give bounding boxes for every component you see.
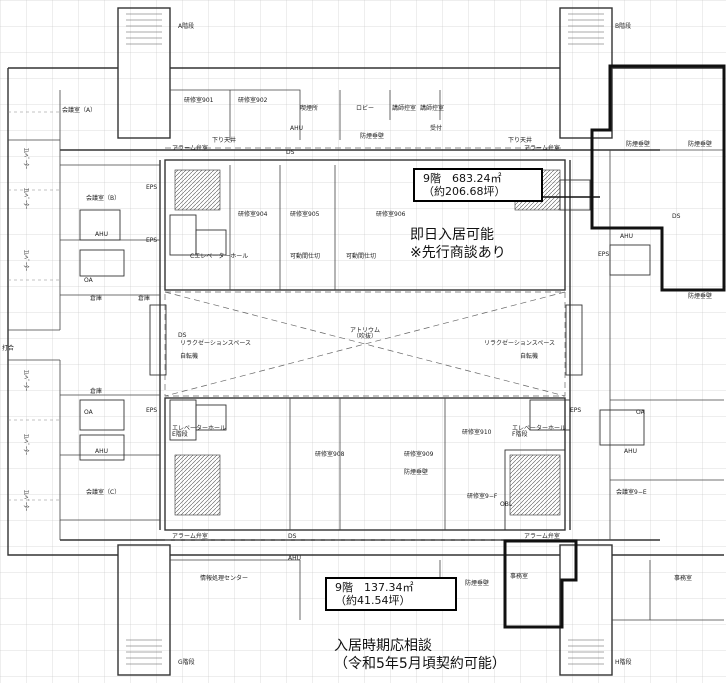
label-eps-3: EPS xyxy=(146,407,158,414)
label-ds-right: DS xyxy=(672,213,681,220)
label-dividers-1: 防煙垂壁 xyxy=(360,133,385,140)
label-ahu-left-bottom: AHU xyxy=(95,448,109,455)
label-alarm-1: アラーム弁室 xyxy=(172,145,208,152)
label-ahu-top: AHU xyxy=(290,125,304,132)
label-oa-1: OA xyxy=(84,277,93,284)
label-eps-1: EPS xyxy=(146,184,158,191)
label-dividers-4: 防煙垂壁 xyxy=(688,293,713,300)
label-ahu-right-bottom: AHU xyxy=(624,448,638,455)
availability-note-top-line1: 即日入居可能 xyxy=(410,227,494,243)
room-study-906: 研修室906 xyxy=(376,211,406,218)
label-terrace: 打合 xyxy=(2,345,15,352)
room-waiting: 喫煙所 xyxy=(300,105,319,112)
label-alarm-3: アラーム弁室 xyxy=(172,533,208,540)
label-ds-bottom: DS xyxy=(288,533,297,540)
label-dividers-5: 防煙垂壁 xyxy=(404,469,429,476)
stair-label-g: G階段 xyxy=(178,659,195,666)
label-dividers-2: 防煙垂壁 xyxy=(626,141,651,148)
room-study-9f: 研修室9−F xyxy=(467,493,498,500)
room-movable-2: 可動間仕切 xyxy=(346,253,377,260)
room-study-905: 研修室905 xyxy=(290,211,320,218)
label-ceiling-1: 下り天井 xyxy=(212,137,237,144)
area-callout-bottom-size: 9階 137.34㎡ xyxy=(335,581,414,594)
room-elev-hall-c: Cエレベーターホール xyxy=(190,253,249,260)
label-elevator-left-3: ｴﾚﾍﾞｰﾀｰ xyxy=(22,250,29,272)
label-eps-5: EPS xyxy=(598,251,610,258)
room-meeting-a: 会議室（A） xyxy=(62,107,97,114)
stair-label-b: B階段 xyxy=(615,23,632,30)
label-ahu-left: AHU xyxy=(95,231,109,238)
room-meeting-c: 会議室（C） xyxy=(86,489,121,496)
room-reception: 受付 xyxy=(430,125,443,132)
room-study-902: 研修室902 xyxy=(238,97,268,104)
room-bike-1: 自転機 xyxy=(180,353,199,360)
room-meeting-b: 会議室（B） xyxy=(86,195,121,202)
area-callout-bottom: 9階 137.34㎡ （約41.54坪） xyxy=(325,577,457,612)
room-study-910: 研修室910 xyxy=(462,429,492,436)
label-alarm-4: アラーム弁室 xyxy=(524,533,560,540)
availability-note-top: 即日入居可能 ※先行商談あり xyxy=(410,227,506,262)
label-ds-left: DS xyxy=(178,332,187,339)
room-elev-hall-e: エレベーターホール E階段 xyxy=(172,425,227,438)
room-relax-1: リラクゼーションスペース xyxy=(180,340,252,347)
label-elevator-left-1: ｴﾚﾍﾞｰﾀｰ xyxy=(22,148,29,170)
label-elevator-left-5: ｴﾚﾍﾞｰﾀｰ xyxy=(22,434,29,456)
label-obl: OBL xyxy=(500,501,513,508)
area-callout-top: 9階 683.24㎡ （約206.68坪） xyxy=(413,168,543,203)
label-dividers-3: 防煙垂壁 xyxy=(688,141,713,148)
room-instructor-1: 講師控室 xyxy=(392,105,417,112)
availability-note-bottom-line1: 入居時期応相談 xyxy=(334,638,432,654)
room-storage-3: 倉庫 xyxy=(138,295,151,302)
room-office-2: 事務室 xyxy=(674,575,693,582)
label-elevator-left-4: ｴﾚﾍﾞｰﾀｰ xyxy=(22,370,29,392)
label-ahu-right: AHU xyxy=(620,233,634,240)
label-ahu-bottom: AHU xyxy=(288,555,302,562)
label-eps-4: EPS xyxy=(570,407,582,414)
label-ds-top: DS xyxy=(286,149,295,156)
room-info-center: 情報処理センター xyxy=(200,575,249,582)
availability-note-top-line2: ※先行商談あり xyxy=(410,244,506,261)
label-eps-2: EPS xyxy=(146,237,158,244)
room-study-908: 研修室908 xyxy=(315,451,345,458)
label-ceiling-2: 下り天井 xyxy=(508,137,533,144)
room-storage-1: 倉庫 xyxy=(90,295,103,302)
room-storage-2: 倉庫 xyxy=(90,388,103,395)
room-meeting-9e: 会議室9−E xyxy=(616,489,647,496)
room-study-909: 研修室909 xyxy=(404,451,434,458)
room-bike-2: 自転機 xyxy=(520,353,539,360)
room-instructor-2: 講師控室 xyxy=(420,105,445,112)
availability-note-bottom: 入居時期応相談 （令和5年5月頃契約可能） xyxy=(334,638,506,673)
stair-label-h: H階段 xyxy=(615,659,632,666)
area-callout-top-tsubo: （約206.68坪） xyxy=(423,185,506,199)
label-elevator-left-6: ｴﾚﾍﾞｰﾀｰ xyxy=(22,490,29,512)
room-office-1: 事務室 xyxy=(510,573,529,580)
area-callout-bottom-tsubo: （約41.54坪） xyxy=(335,594,411,608)
label-oa-2: OA xyxy=(84,409,93,416)
room-study-901: 研修室901 xyxy=(184,97,214,104)
room-lobby: ロビー xyxy=(356,105,375,112)
label-oa-3: OA xyxy=(636,409,645,416)
room-study-904: 研修室904 xyxy=(238,211,268,218)
stair-label-a: A階段 xyxy=(178,23,195,30)
label-alarm-2: アラーム弁室 xyxy=(524,145,560,152)
room-movable-1: 可動間仕切 xyxy=(290,253,321,260)
room-atrium: アトリウム （吹抜） xyxy=(350,327,381,340)
room-elev-hall-f: エレベーターホール F階段 xyxy=(512,425,567,438)
area-callout-top-size: 9階 683.24㎡ xyxy=(423,172,502,185)
room-relax-2: リラクゼーションスペース xyxy=(484,340,556,347)
label-dividers-6: 防煙垂壁 xyxy=(465,580,490,587)
label-elevator-left-2: ｴﾚﾍﾞｰﾀｰ xyxy=(22,188,29,210)
availability-note-bottom-line2: （令和5年5月頃契約可能） xyxy=(334,655,506,672)
